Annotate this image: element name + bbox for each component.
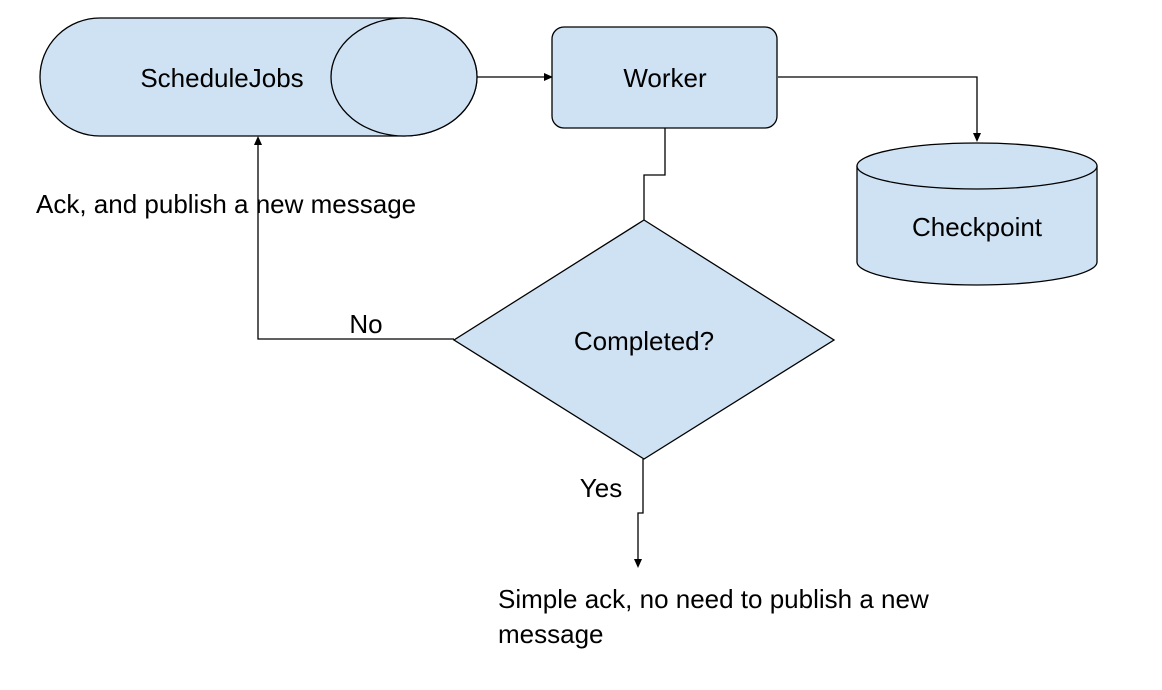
edge-worker-to-checkpoint — [778, 76, 981, 142]
schedulejobs-label: ScheduleJobs — [140, 63, 303, 93]
completed-decision-node[interactable]: Completed? — [452, 219, 836, 460]
edge-worker-to-completed — [643, 128, 666, 220]
ack-publish-note: Ack, and publish a new message — [36, 189, 416, 219]
completed-label: Completed? — [574, 326, 714, 356]
worker-node[interactable]: Worker — [551, 26, 778, 129]
yes-edge-label: Yes — [580, 473, 622, 503]
checkpoint-label: Checkpoint — [912, 212, 1043, 242]
simple-ack-note-line2: message — [498, 619, 604, 649]
edge-completed-yes-to-note — [634, 459, 644, 568]
no-edge-label: No — [349, 309, 382, 339]
simple-ack-note-line1: Simple ack, no need to publish a new — [498, 584, 929, 614]
edge-schedulejobs-to-worker — [477, 73, 553, 81]
schedulejobs-queue-node[interactable]: ScheduleJobs — [39, 17, 478, 137]
worker-label: Worker — [623, 63, 707, 93]
checkpoint-database-node[interactable]: Checkpoint — [856, 142, 1098, 286]
simple-ack-note: Simple ack, no need to publish a new mes… — [498, 584, 929, 649]
edge-completed-no-to-schedulejobs — [254, 136, 454, 340]
